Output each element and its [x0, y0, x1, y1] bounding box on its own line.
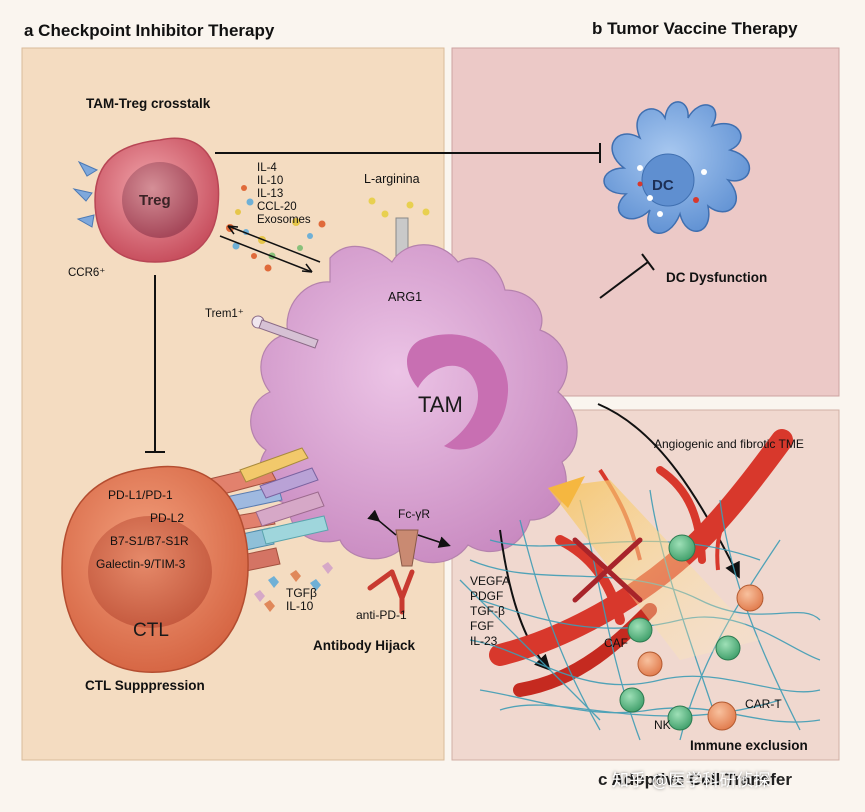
fc-gamma-r-label: Fc-γR — [398, 507, 430, 521]
ctl-label: CTL — [133, 620, 169, 641]
cytokine-label-5: Exosomes — [257, 214, 311, 226]
ctl-suppression-label: CTL Supppression — [85, 678, 205, 693]
treg-label: Treg — [139, 192, 171, 209]
nk-label: NK — [654, 718, 671, 732]
treg-inhibits-ctl — [145, 275, 165, 453]
tam-to-tme-arrow — [597, 403, 740, 579]
cytokine-label-3: IL-13 — [257, 188, 284, 200]
antibody-hijack-label: Antibody Hijack — [313, 638, 416, 653]
cytokine-label-4: CCL-20 — [257, 201, 297, 213]
ctl-cell — [61, 465, 249, 673]
dc-label: DC — [652, 177, 674, 194]
growth-factor-label-4: FGF — [470, 619, 494, 633]
car-t-label: CAR-T — [745, 697, 782, 711]
cytokine-label-2: IL-10 — [257, 175, 284, 187]
immune-beam — [548, 480, 760, 660]
checkpoint-label-3: B7-S1/B7-S1R — [110, 534, 189, 548]
l-arginina-label: L-arginina — [364, 172, 420, 186]
panel-b-title: b Tumor Vaccine Therapy — [592, 19, 798, 38]
il10-ctl-label: IL-10 — [286, 599, 314, 613]
angiogenic-label: Angiogenic and fibrotic TME — [654, 437, 804, 451]
treg-cell — [72, 137, 220, 263]
immune-exclusion-label: Immune exclusion — [690, 738, 808, 753]
tam-treg-crosstalk-label: TAM-Treg crosstalk — [86, 96, 211, 111]
crosstalk-arrows — [219, 225, 321, 273]
panel-a-title: a Checkpoint Inhibitor Therapy — [24, 21, 275, 40]
treg-inhibits-dc — [215, 143, 601, 163]
dc-dysfunction-label: DC Dysfunction — [666, 270, 768, 285]
panel-c-title: c Adoptive Cell Transfer — [598, 770, 792, 789]
ctl-factor-particles — [254, 562, 333, 612]
dc-cell — [603, 101, 750, 234]
growth-factor-label-2: PDGF — [470, 589, 504, 603]
anti-pd1-label: anti-PD-1 — [356, 608, 407, 622]
checkpoint-pairs — [204, 447, 329, 577]
trem1-receptor — [251, 315, 319, 349]
tam-to-dc-arrow — [599, 253, 655, 299]
cytokine-label-1: IL-4 — [257, 162, 277, 174]
trem1-label: Trem1⁺ — [205, 308, 244, 320]
fc-receptor-antibody — [367, 509, 451, 615]
tme-cells — [619, 534, 764, 731]
growth-factor-label-5: IL-23 — [470, 634, 498, 648]
block-cross — [572, 537, 643, 603]
tgfb-label: TGFβ — [286, 586, 317, 600]
growth-factor-label-3: TGF-β — [470, 604, 505, 618]
watermark-text: 知乎 @医学科研侦探 — [612, 771, 771, 791]
ccr6-label: CCR6⁺ — [68, 267, 106, 279]
arg1-label: ARG1 — [388, 290, 423, 304]
caf-label: CAF — [604, 636, 628, 650]
beam-arrowhead — [548, 476, 585, 508]
tam-to-vessel-arrow — [499, 529, 551, 671]
checkpoint-label-4: Galectin-9/TIM-3 — [96, 557, 186, 571]
tam-label: TAM — [418, 392, 463, 417]
growth-factor-label-1: VEGFA — [470, 574, 511, 588]
checkpoint-label-2: PD-L2 — [150, 511, 185, 525]
tam-cell — [250, 244, 578, 564]
checkpoint-label-1: PD-L1/PD-1 — [108, 488, 173, 502]
